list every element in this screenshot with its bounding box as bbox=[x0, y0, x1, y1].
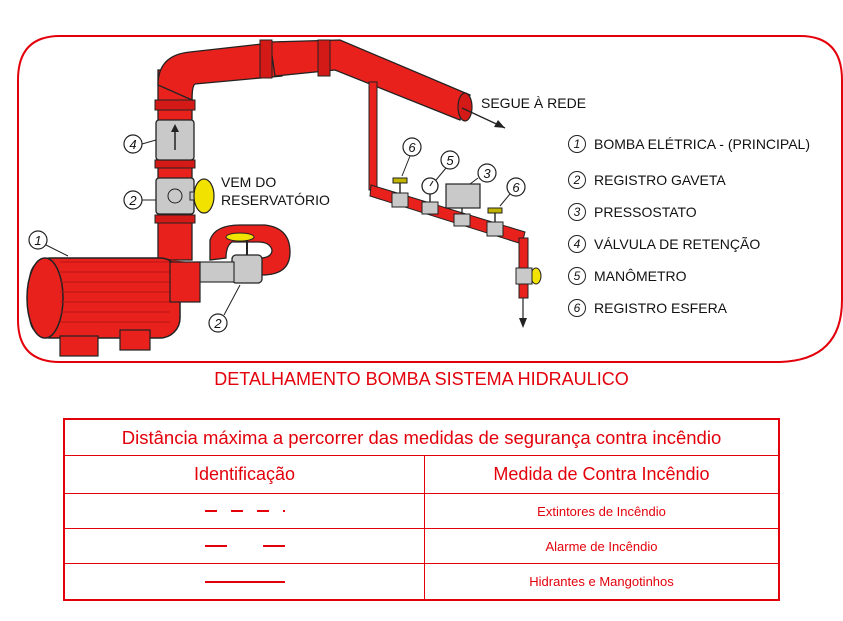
diagram-caption: DETALHAMENTO BOMBA SISTEMA HIDRAULICO bbox=[214, 369, 629, 389]
callout-6-right: 6 bbox=[499, 177, 526, 207]
svg-text:2: 2 bbox=[128, 193, 137, 208]
callout-2-riser: 2 bbox=[123, 190, 156, 210]
callout-4: 4 bbox=[123, 134, 157, 154]
legend-item: 3 PRESSOSTATO bbox=[568, 202, 697, 222]
pressure-switch bbox=[445, 183, 481, 209]
header-medida: Medida de Contra Incêndio bbox=[493, 464, 710, 484]
line-sample-cell bbox=[65, 529, 425, 563]
svg-text:6: 6 bbox=[512, 180, 520, 195]
legend-item: 1 BOMBA ELÉTRICA - (PRINCIPAL) bbox=[568, 134, 810, 154]
electric-pump-motor bbox=[26, 257, 201, 357]
callout-1: 1 bbox=[28, 230, 69, 257]
callout-3: 3 bbox=[469, 163, 497, 185]
legend-item: 5 MANÔMETRO bbox=[568, 266, 687, 286]
svg-text:4: 4 bbox=[129, 137, 136, 152]
dash-line-sample bbox=[204, 545, 285, 547]
top-elbow bbox=[157, 41, 283, 101]
callout-5: 5 bbox=[435, 150, 460, 181]
svg-text:1: 1 bbox=[34, 233, 41, 248]
callout-6-left: 6 bbox=[401, 137, 422, 177]
medida-cell: Hidrantes e Mangotinhos bbox=[529, 574, 674, 589]
callout-2-suction: 2 bbox=[208, 284, 241, 333]
line-sample-cell bbox=[65, 494, 425, 528]
distance-table: Distância máxima a percorrer das medidas… bbox=[63, 418, 780, 601]
svg-text:2: 2 bbox=[213, 316, 222, 331]
reservatorio-label: RESERVATÓRIO bbox=[221, 192, 330, 208]
diagram-frame bbox=[17, 35, 843, 363]
medida-cell: Alarme de Incêndio bbox=[545, 538, 658, 554]
line-sample-cell bbox=[65, 564, 425, 599]
legend-item: 2 REGISTRO GAVETA bbox=[568, 170, 726, 190]
table-row: Hidrantes e Mangotinhos bbox=[65, 564, 778, 599]
svg-text:3: 3 bbox=[483, 166, 491, 181]
long-dash-line-sample bbox=[204, 510, 285, 512]
medida-cell: Extintores de Incêndio bbox=[537, 503, 666, 519]
svg-text:6: 6 bbox=[408, 140, 416, 155]
svg-text:5: 5 bbox=[446, 153, 454, 168]
segue-rede-label: SEGUE À REDE bbox=[481, 95, 587, 111]
handwheel bbox=[193, 178, 215, 214]
distribution-pipe bbox=[368, 81, 542, 328]
legend-item: 6 REGISTRO ESFERA bbox=[568, 298, 727, 318]
top-pipe bbox=[259, 39, 473, 122]
legend-item: 4 VÁLVULA DE RETENÇÃO bbox=[568, 234, 760, 254]
vem-do-label: VEM DO bbox=[221, 174, 277, 190]
table-row: Extintores de Incêndio bbox=[65, 494, 778, 529]
table-row: Alarme de Incêndio bbox=[65, 529, 778, 564]
header-identificacao: Identificação bbox=[65, 456, 425, 493]
table-header: Identificação Medida de Contra Incêndio bbox=[65, 456, 778, 494]
main-riser-pipe bbox=[154, 69, 196, 261]
solid-line-sample bbox=[204, 580, 285, 583]
table-title: Distância máxima a percorrer das medidas… bbox=[65, 420, 778, 456]
